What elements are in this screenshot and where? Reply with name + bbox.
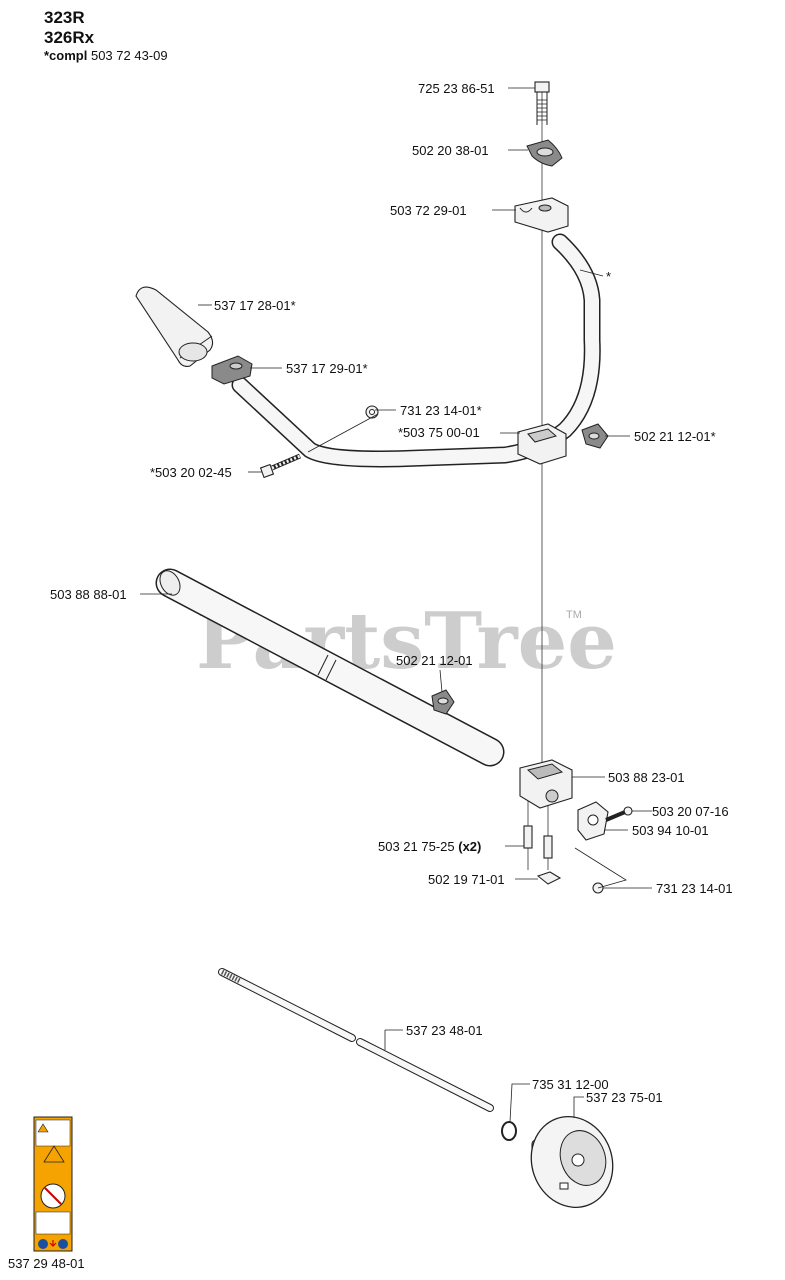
compl-number: 503 72 43-09 <box>90 48 168 63</box>
label-503882301: 503 88 23-01 <box>608 770 685 785</box>
bolt-top <box>534 81 550 125</box>
grip-clip <box>211 355 253 385</box>
square-nut <box>536 871 562 885</box>
handle-grip <box>135 286 214 367</box>
label-731231401-a: 731 23 14-01* <box>400 403 482 418</box>
label-503888801: 503 88 88-01 <box>50 587 127 602</box>
nut-upper-hole <box>369 409 375 415</box>
knob-right <box>581 423 609 449</box>
watermark-tm: TM <box>566 609 582 621</box>
label-537294801: 537 29 48-01 <box>8 1256 85 1271</box>
screw-short <box>605 806 633 822</box>
handlebar-clamp <box>517 423 567 465</box>
label-502203801: 502 20 38-01 <box>412 143 489 158</box>
label-503722901: 503 72 29-01 <box>390 203 467 218</box>
bracket <box>577 801 609 841</box>
label-537172901: 537 17 29-01* <box>286 361 368 376</box>
label-503217525-qty: (x2) <box>458 839 481 854</box>
compl-prefix: *compl <box>44 48 88 63</box>
knob-part <box>526 139 563 167</box>
snap-ring <box>501 1121 517 1141</box>
label-503217525-number: 503 21 75-25 <box>378 839 455 854</box>
handlebar <box>233 235 600 466</box>
label-503941001: 503 94 10-01 <box>632 823 709 838</box>
label-537172801: 537 17 28-01* <box>214 298 296 313</box>
label-537237501: 537 23 75-01 <box>586 1090 663 1105</box>
label-537234801: 537 23 48-01 <box>406 1023 483 1038</box>
screws-pair <box>523 825 553 859</box>
clutch-drum <box>530 1116 614 1208</box>
label-502211201-b: 502 21 12-01 <box>396 653 473 668</box>
warning-decal <box>33 1116 73 1252</box>
label-star: * <box>606 269 611 284</box>
knob-tube <box>431 689 455 715</box>
leader-lines <box>140 87 652 1123</box>
label-503200716: 503 20 07-16 <box>652 804 729 819</box>
label-502197101: 502 19 71-01 <box>428 872 505 887</box>
tube-clamp <box>519 759 573 809</box>
model-title-323r: 323R <box>44 8 85 27</box>
model-title-326rx: 326Rx <box>44 28 95 47</box>
drive-shaft <box>218 968 494 1112</box>
label-731231401-b: 731 23 14-01 <box>656 881 733 896</box>
label-503217525: 503 21 75-25 (x2) <box>378 839 481 854</box>
label-725238651: 725 23 86-51 <box>418 81 495 96</box>
label-503200245: *503 20 02-45 <box>150 465 232 480</box>
shaft-tube <box>155 568 505 767</box>
label-503750001: *503 75 00-01 <box>398 425 480 440</box>
clamp-top <box>514 197 569 233</box>
label-502211201-a: 502 21 12-01* <box>634 429 716 444</box>
label-735311200: 735 31 12-00 <box>532 1077 609 1092</box>
screw-long <box>259 453 301 479</box>
compl-note: *compl 503 72 43-09 <box>44 48 168 63</box>
